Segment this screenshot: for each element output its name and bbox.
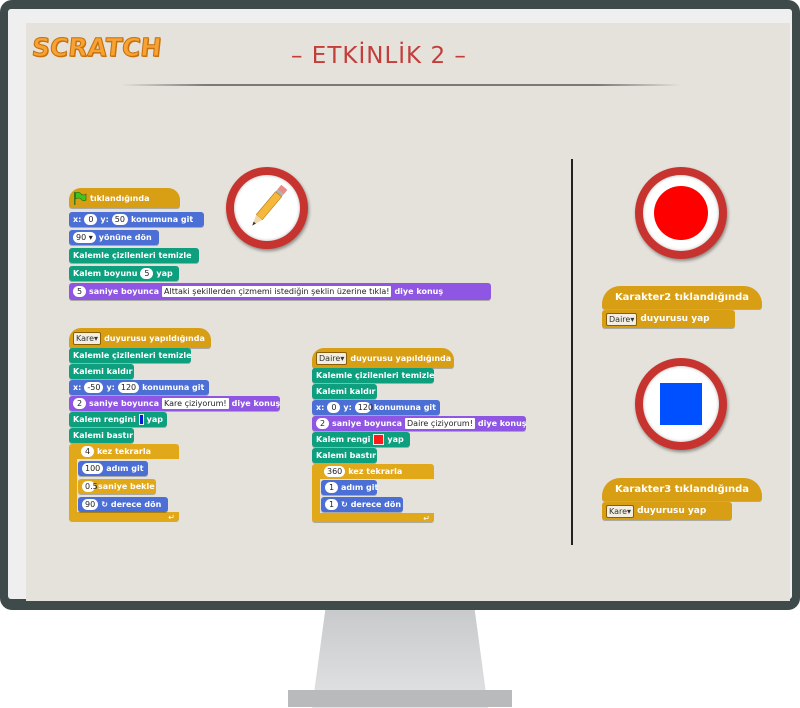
red-circle-shape <box>654 186 708 240</box>
steps-input[interactable]: 100 <box>82 463 104 474</box>
turn-right-block[interactable]: 90 ↻ derece dön <box>78 497 168 512</box>
pen-down-block[interactable]: Kalemi bastır <box>312 448 377 463</box>
pen-down-block[interactable]: Kalemi bastır <box>69 428 134 443</box>
sprite2-clicked-hat[interactable]: Karakter2 tıklandığında <box>602 286 762 309</box>
pen-color-swatch[interactable] <box>138 414 144 425</box>
repeat-count-input[interactable]: 4 <box>81 446 94 457</box>
monitor-bezel: SCRATCH – ETKİNLİK 2 – tıklandığında x:0… <box>8 9 792 601</box>
page-title: – ETKİNLİK 2 – <box>291 43 467 69</box>
say-for-secs-block[interactable]: 5 saniye boyunca Alttaki şekillerden çiz… <box>69 283 491 300</box>
pen-size-input[interactable]: 5 <box>140 268 154 279</box>
broadcast-dropdown[interactable]: Kare▾ <box>606 504 635 518</box>
circle-sprite[interactable] <box>635 167 727 259</box>
say-for-secs-block[interactable]: 2 saniye boyunca Kare çiziyorum! diye ko… <box>69 396 280 411</box>
pen-up-block[interactable]: Kalemi kaldır <box>312 384 377 399</box>
square-sprite[interactable] <box>635 358 727 450</box>
point-direction-block[interactable]: 90 ▾ yönüne dön <box>69 230 159 245</box>
broadcast-kare-block[interactable]: Kare▾ duyurusu yap <box>602 502 732 520</box>
move-steps-block[interactable]: 1 adım git <box>321 480 378 495</box>
pencil-icon <box>252 184 288 226</box>
say-text-input[interactable]: Daire çiziyorum! <box>405 418 475 429</box>
clear-block[interactable]: Kalemle çizilenleri temizle <box>312 368 435 383</box>
when-receive-daire-hat[interactable]: Daire▾ duyurusu yapıldığında <box>312 348 454 368</box>
x-input[interactable]: -50 <box>84 382 104 393</box>
set-pen-color-block[interactable]: Kalem rengi yap <box>312 432 410 447</box>
goto-xy-block[interactable]: x:0 y:120 konumuna git <box>312 400 440 415</box>
dropdown-arrow-icon: ▾ <box>94 333 99 343</box>
broadcast-daire-block[interactable]: Daire▾ duyurusu yap <box>602 310 735 328</box>
set-pen-color-block[interactable]: Kalem rengini yap <box>69 412 167 427</box>
y-input[interactable]: 120 <box>354 402 373 413</box>
when-receive-kare-hat[interactable]: Kare▾ duyurusu yapıldığında <box>69 328 211 348</box>
clear-block[interactable]: Kalemle çizilenleri temizle <box>69 348 192 363</box>
title-underline <box>121 84 681 86</box>
pen-up-block[interactable]: Kalemi kaldır <box>69 364 134 379</box>
degrees-input[interactable]: 90 <box>82 499 99 510</box>
say-text-input[interactable]: Kare çiziyorum! <box>162 398 229 409</box>
monitor-stand-base <box>288 690 512 707</box>
say-secs-input[interactable]: 2 <box>73 398 86 409</box>
wait-block[interactable]: 0.5 saniye bekle <box>78 479 156 494</box>
direction-dropdown[interactable]: 90 ▾ <box>73 232 96 243</box>
repeat-header: 360 kez tekrarla <box>320 464 432 479</box>
broadcast-dropdown[interactable]: Daire▾ <box>606 312 638 326</box>
message-dropdown[interactable]: Kare▾ <box>73 331 102 345</box>
green-flag-icon <box>74 191 87 205</box>
pen-color-swatch[interactable] <box>373 434 385 445</box>
steps-input[interactable]: 1 <box>325 482 338 493</box>
repeat-count-input[interactable]: 360 <box>324 466 346 477</box>
say-text-input[interactable]: Alttaki şekillerden çizmemi istediğin şe… <box>162 286 392 297</box>
sprite3-clicked-hat[interactable]: Karakter3 tıklandığında <box>602 478 762 501</box>
move-steps-block[interactable]: 100 adım git <box>78 461 148 476</box>
dropdown-arrow-icon: ▾ <box>340 353 345 363</box>
vertical-divider <box>571 159 573 545</box>
screen: SCRATCH – ETKİNLİK 2 – tıklandığında x:0… <box>26 23 790 601</box>
monitor-frame: SCRATCH – ETKİNLİK 2 – tıklandığında x:0… <box>0 0 800 610</box>
blue-square-shape <box>660 383 702 425</box>
repeat-block[interactable]: 360 kez tekrarla ↵ <box>312 464 434 523</box>
dropdown-arrow-icon: ▾ <box>630 314 635 324</box>
loop-arrow-icon: ↵ <box>168 513 175 522</box>
loop-arrow-icon: ↵ <box>423 514 430 523</box>
say-secs-input[interactable]: 5 <box>73 286 86 297</box>
y-input[interactable]: 120 <box>117 382 140 393</box>
say-secs-input[interactable]: 2 <box>316 418 329 429</box>
y-input[interactable]: 50 <box>111 214 128 225</box>
dropdown-arrow-icon: ▾ <box>86 233 93 242</box>
degrees-input[interactable]: 1 <box>325 499 338 510</box>
x-input[interactable]: 0 <box>84 214 98 225</box>
turn-right-icon: ↻ <box>101 500 108 509</box>
scratch-logo: SCRATCH <box>30 33 163 63</box>
wait-input[interactable]: 0.5 <box>82 481 98 492</box>
say-for-secs-block[interactable]: 2 saniye boyunca Daire çiziyorum! diye k… <box>312 416 527 431</box>
message-dropdown[interactable]: Daire▾ <box>316 351 348 365</box>
goto-xy-block[interactable]: x:0 y:50 konumuna git <box>69 212 204 227</box>
x-input[interactable]: 0 <box>327 402 341 413</box>
dropdown-arrow-icon: ▾ <box>627 506 632 516</box>
repeat-header: 4 kez tekrarla <box>77 444 177 459</box>
turn-right-icon: ↻ <box>341 500 348 509</box>
goto-xy-block[interactable]: x:-50 y:120 konumuna git <box>69 380 209 395</box>
green-flag-hat-block[interactable]: tıklandığında <box>69 188 180 208</box>
clear-block[interactable]: Kalemle çizilenleri temizle <box>69 248 199 263</box>
turn-right-block[interactable]: 1 ↻ derece dön <box>321 497 403 512</box>
pencil-sprite[interactable] <box>226 167 308 249</box>
